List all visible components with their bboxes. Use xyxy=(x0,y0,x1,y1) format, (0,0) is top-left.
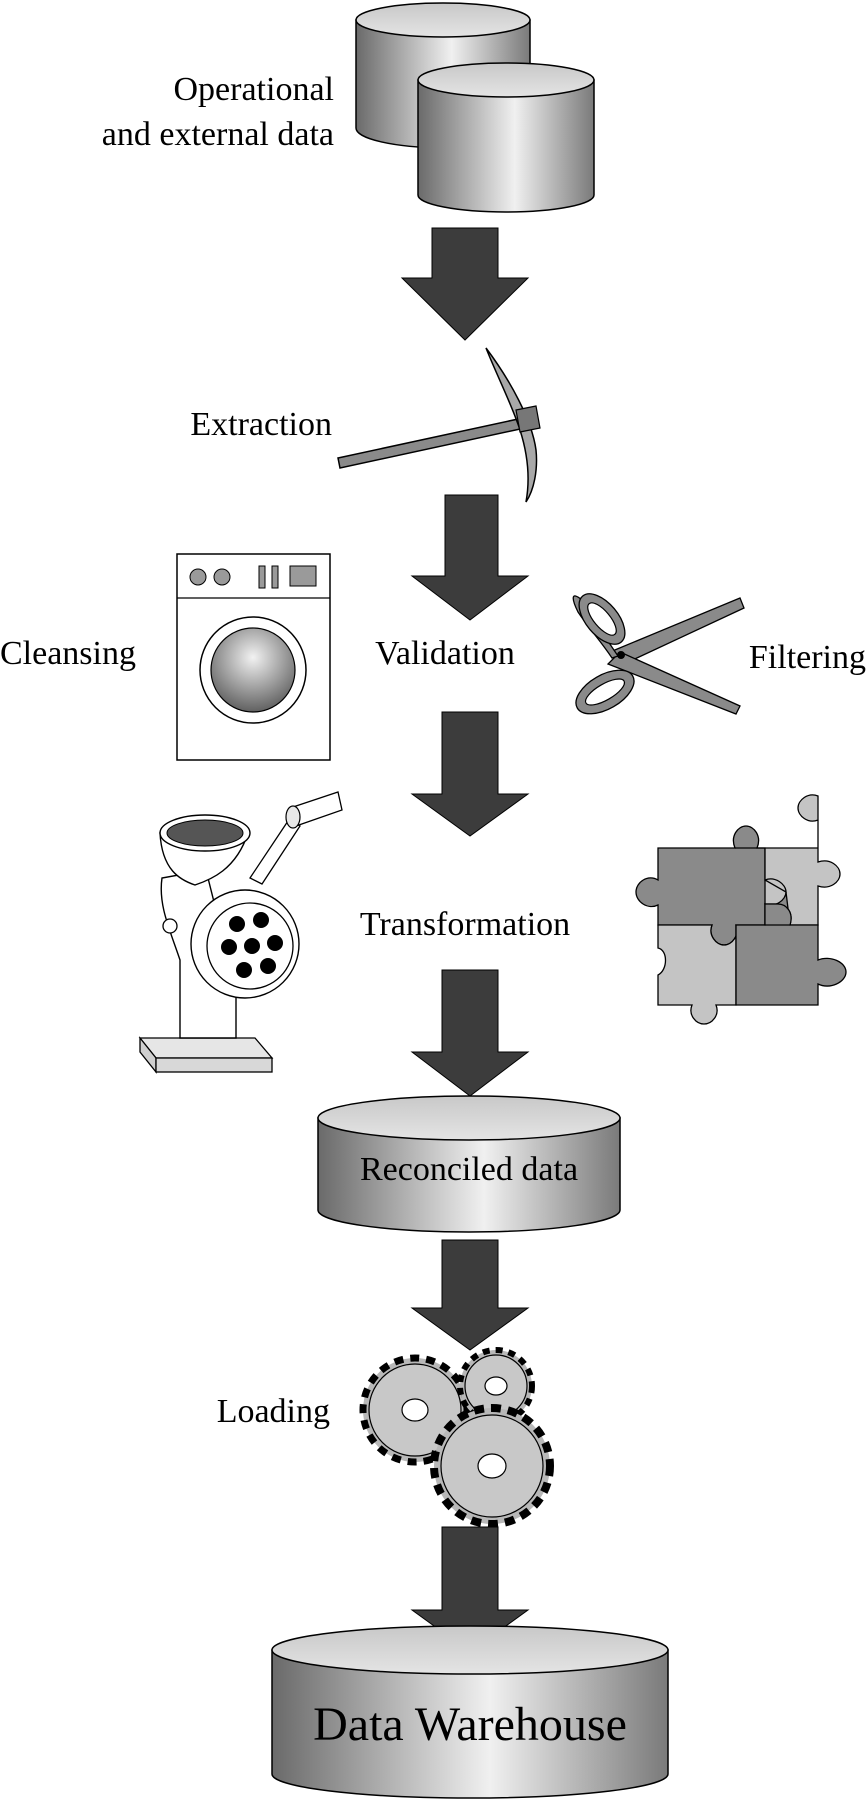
meat-grinder-icon xyxy=(138,791,343,1074)
extraction-label: Extraction xyxy=(190,406,332,443)
scissors-icon xyxy=(572,593,745,715)
source-label-line1: Operational xyxy=(174,71,335,108)
puzzle-icon xyxy=(635,794,847,1025)
flow-arrow-4 xyxy=(410,969,530,1097)
warehouse-label: Data Warehouse xyxy=(313,1698,627,1751)
washing-machine-icon xyxy=(176,553,331,761)
flow-arrow-1 xyxy=(400,227,530,341)
source-database-front-icon xyxy=(417,62,595,213)
flow-arrow-3 xyxy=(410,711,530,837)
reconciled-label: Reconciled data xyxy=(360,1151,578,1188)
filtering-label: Filtering xyxy=(749,639,866,676)
source-label-line2: and external data xyxy=(102,116,334,153)
validation-label: Validation xyxy=(375,635,515,672)
pickaxe-icon xyxy=(337,347,541,503)
transformation-label: Transformation xyxy=(360,906,570,943)
flow-arrow-5 xyxy=(410,1239,530,1351)
reconciled-database-icon xyxy=(317,1095,621,1233)
loading-label: Loading xyxy=(217,1393,330,1430)
cleansing-label: Cleansing xyxy=(0,635,136,672)
flow-arrow-2 xyxy=(410,494,530,621)
gears-icon xyxy=(359,1347,554,1528)
data-warehouse-icon xyxy=(271,1625,669,1799)
